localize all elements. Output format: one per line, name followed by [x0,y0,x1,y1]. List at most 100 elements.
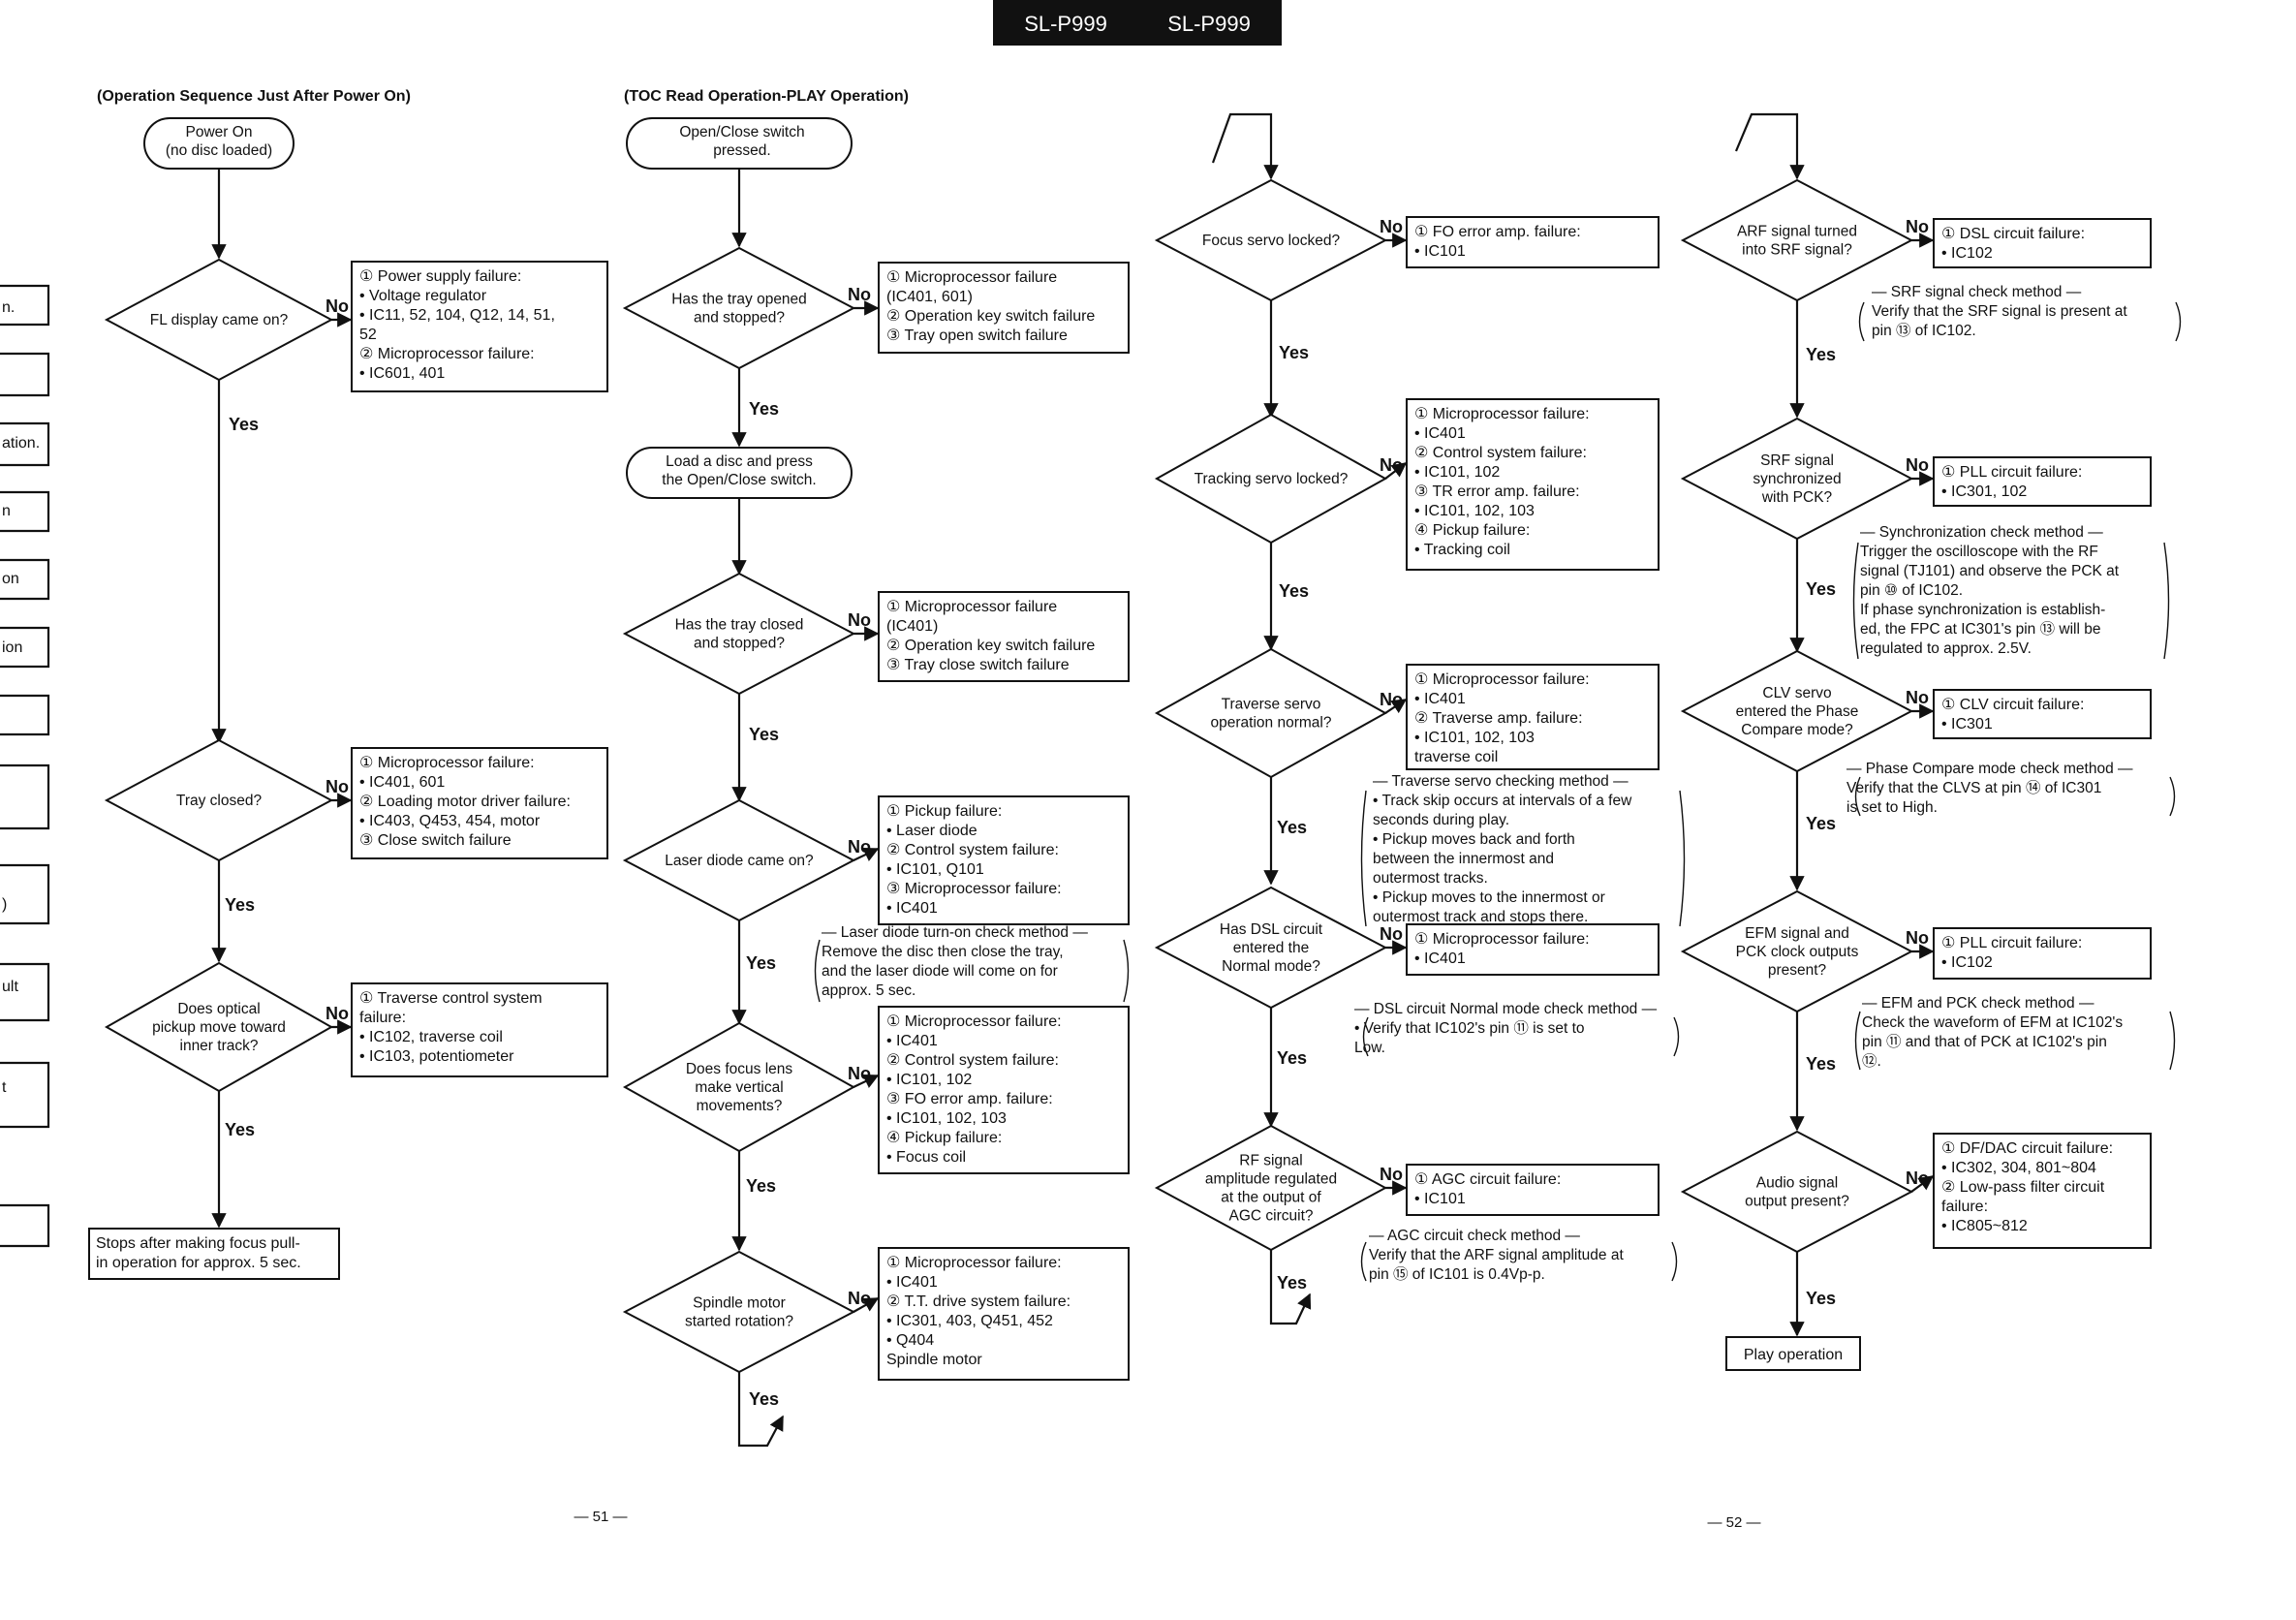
failure-text: ① Pickup failure: [886,803,1002,820]
no-label: No [1906,928,1929,948]
cropped-margin-text: ation. [2,435,40,452]
yes-label: Yes [1806,1054,1836,1074]
failure-text: ② T.T. drive system failure: [886,1293,1070,1310]
decision-text: at the output of [1221,1190,1321,1206]
decision-diamond [622,572,856,696]
failure-text: • IC11, 52, 104, Q12, 14, 51, [359,307,555,324]
failure-box [878,1247,1130,1381]
note-dsl-check: Low. [1354,1040,1385,1056]
note-sync-check: ed, the FPC at IC301's pin ⑬ will be [1860,620,2101,638]
note-bracket [1362,1016,1369,1057]
decision-diamond [1154,1124,1388,1252]
failure-text: ① Microprocessor failure: [1414,671,1590,688]
note-sync-check: regulated to approx. 2.5V. [1860,640,2032,657]
decision-text: and stopped? [694,636,785,652]
failure-text: • IC401 [886,1274,938,1291]
failure-text: ② Control system failure: [886,1052,1059,1069]
failure-text: 52 [359,327,377,343]
yes-label: Yes [746,1176,776,1196]
failure-box [1406,398,1660,571]
failure-text: • Voltage regulator [359,288,487,304]
decision-diamond [104,258,334,382]
header-band [993,0,1282,46]
end-text: in operation for approx. 5 sec. [96,1255,301,1271]
note-traverse-check: • Track skip occurs at intervals of a fe… [1373,793,1632,809]
failure-text: ③ Tray close switch failure [886,657,1070,673]
note-sync-check: If phase synchronization is establish- [1860,602,2105,618]
entry-arrow [1734,112,1805,180]
no-label: No [848,285,871,304]
decision-diamond [1154,178,1388,302]
decision-text: EFM signal and [1745,925,1849,942]
failure-box [1406,923,1660,976]
decision-text: and stopped? [694,310,785,327]
no-connector [853,1297,880,1313]
failure-box [1406,216,1660,268]
end-text: Stops after making focus pull- [96,1235,300,1252]
failure-text: ② Operation key switch failure [886,638,1095,654]
no-connector [853,1075,880,1088]
failure-text: ① PLL circuit failure: [1941,935,2082,951]
decision-diamond [1680,178,1914,302]
cropped-box-edge [0,352,50,397]
decision-text: entered the [1233,940,1309,956]
failure-box [878,1006,1130,1174]
model-label-right: SL-P999 [1167,12,1251,36]
no-label: No [848,1289,871,1308]
decision-text: Tray closed? [176,793,263,809]
failure-text: • IC301 [1941,716,1993,732]
failure-box [878,262,1130,354]
yes-label: Yes [225,895,255,915]
decision-text: make vertical [695,1079,783,1096]
decision-diamond [1680,417,1914,541]
failure-text: ② Microprocessor failure: [359,346,535,362]
note-sync-check: signal (TJ101) and observe the PCK at [1860,563,2120,579]
note-bracket [2169,776,2176,817]
cropped-margin-text: ult [2,979,18,995]
decision-text: Spindle motor [693,1295,786,1312]
failure-text: • IC301, 403, Q451, 452 [886,1313,1053,1329]
note-traverse-check: between the innermost and [1373,851,1554,867]
failure-text: ① DF/DAC circuit failure: [1941,1140,2113,1157]
failure-text: failure: [1941,1199,1988,1215]
failure-text: ① AGC circuit failure: [1414,1171,1561,1188]
failure-text: • IC101 [1414,1191,1466,1207]
failure-text: • IC101 [1414,243,1466,260]
decision-text: Does focus lens [686,1061,793,1077]
note-traverse-check: seconds during play. [1373,812,1509,828]
failure-text: • IC102 [1941,954,1993,971]
note-bracket [2163,542,2170,660]
model-label-left: SL-P999 [1024,12,1107,36]
no-label: No [1380,690,1403,709]
decision-diamond [1680,889,1914,1013]
yes-label: Yes [1277,1273,1307,1293]
failure-text: failure: [359,1010,406,1026]
failure-box [351,747,608,859]
failure-box [1406,1164,1660,1216]
failure-text: ① Microprocessor failure [886,599,1057,615]
section-title-power-on: (Operation Sequence Just After Power On) [97,88,411,105]
note-sync-check: pin ⑩ of IC102. [1860,582,1963,599]
decision-text: Laser diode came on? [665,853,814,869]
note-efm-check: ⑫. [1862,1052,1881,1070]
decision-text: Has DSL circuit [1220,921,1323,938]
failure-text: • IC101, 102 [1414,464,1500,481]
note-efm-check: pin ⑪ and that of PCK at IC102's pin [1862,1033,2107,1050]
process-text: Load a disc and press [666,453,813,470]
no-connector [1384,699,1408,714]
decision-text: with PCK? [1761,489,1833,506]
note-bracket [2175,301,2182,342]
failure-box [1406,664,1660,770]
decision-text: Audio signal [1756,1175,1838,1192]
no-label: No [1380,455,1403,475]
page-number-left: — 51 — [574,1509,627,1525]
failure-text: ② Operation key switch failure [886,308,1095,325]
decision-diamond [622,798,856,922]
decision-text: Has the tray closed [675,617,804,634]
failure-text: ① Microprocessor failure: [886,1013,1062,1030]
failure-text: • IC401 [1414,691,1466,707]
note-agc-check: Verify that the ARF signal amplitude at [1369,1247,1624,1263]
note-bracket [1360,1241,1367,1282]
note-dsl-check: • Verify that IC102's pin ⑪ is set to [1354,1019,1585,1037]
